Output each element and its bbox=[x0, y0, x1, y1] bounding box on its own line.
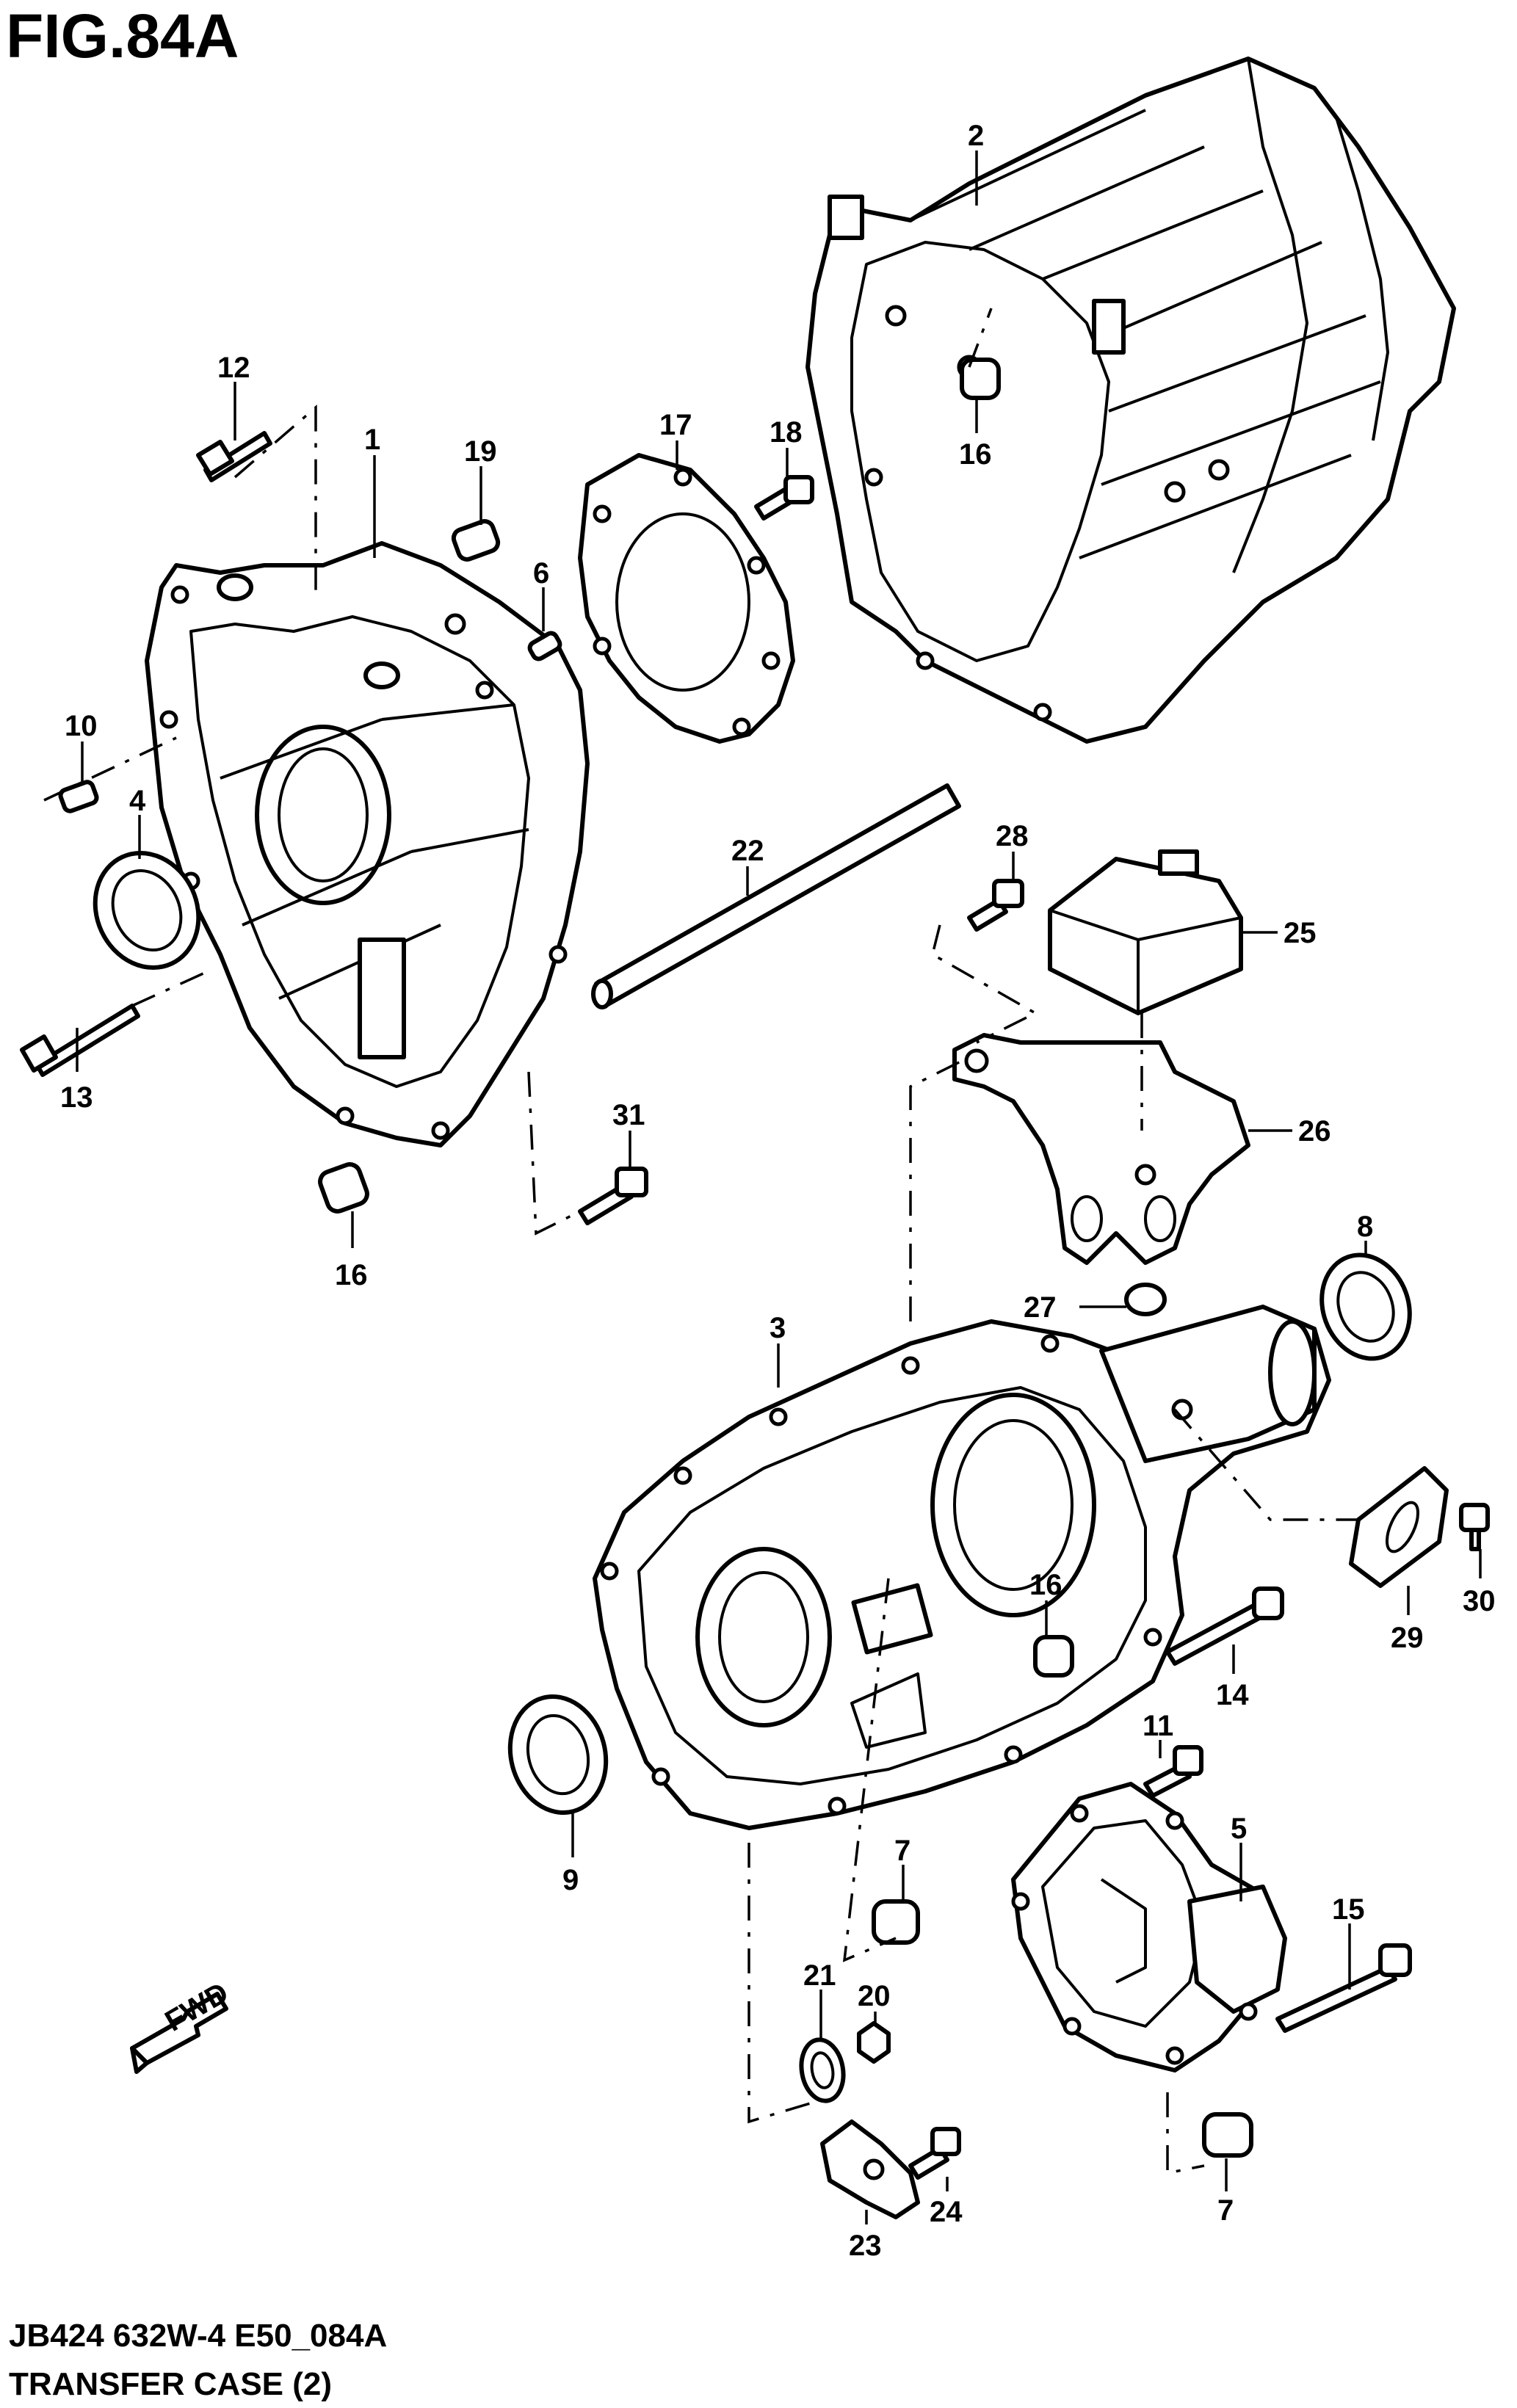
part-23-plate bbox=[820, 2119, 920, 2219]
part-11-bolt bbox=[1143, 1745, 1203, 1798]
part-6-spring-pin bbox=[527, 631, 562, 661]
part-19-plug bbox=[451, 519, 501, 562]
part-8-oil-seal bbox=[1319, 1252, 1412, 1361]
part-14-bolt bbox=[1165, 1586, 1284, 1666]
part-29-plate bbox=[1349, 1466, 1449, 1588]
part-22-rod bbox=[591, 783, 961, 1009]
part-7-plug-upper bbox=[872, 1899, 920, 1945]
callout-6: 6 bbox=[533, 557, 549, 590]
reference-lines bbox=[43, 308, 1358, 2175]
drawing-code: JB424 632W-4 E50_084A bbox=[9, 2318, 387, 2354]
part-26-bracket bbox=[952, 1033, 1250, 1265]
callout-15: 15 bbox=[1332, 1893, 1365, 1926]
leader-lines bbox=[76, 150, 1482, 2224]
part-1-front-case bbox=[145, 541, 590, 1147]
callout-26: 26 bbox=[1298, 1115, 1331, 1147]
part-30-bolt bbox=[1459, 1503, 1490, 1551]
part-16-dowel-mid bbox=[1033, 1635, 1074, 1678]
figure-caption: TRANSFER CASE (2) bbox=[9, 2366, 332, 2402]
callout-3: 3 bbox=[770, 1312, 786, 1344]
fwd-direction-arrow: FWD bbox=[130, 1976, 233, 2074]
callout-19: 19 bbox=[464, 435, 497, 468]
callout-labels: 1 2 3 4 5 6 7 7 8 9 10 11 12 13 14 15 16… bbox=[60, 120, 1496, 2262]
callout-16-mid: 16 bbox=[1029, 1569, 1062, 1601]
callout-7-lower: 7 bbox=[1217, 2194, 1234, 2227]
callout-12: 12 bbox=[217, 352, 250, 384]
part-27-grommet bbox=[1124, 1283, 1167, 1316]
part-9-oil-seal bbox=[507, 1694, 609, 1816]
callout-4: 4 bbox=[129, 785, 146, 817]
part-16-dowel-left bbox=[318, 1162, 369, 1214]
callout-23: 23 bbox=[849, 2230, 882, 2262]
part-7-plug-lower bbox=[1202, 2112, 1253, 2158]
callout-1: 1 bbox=[364, 424, 380, 456]
callout-28: 28 bbox=[996, 820, 1029, 852]
callout-20: 20 bbox=[858, 1980, 891, 2012]
callout-17: 17 bbox=[659, 409, 692, 441]
part-13-bolt bbox=[20, 1004, 140, 1077]
part-15-bolt bbox=[1275, 1943, 1412, 2033]
part-16-dowel-top bbox=[960, 358, 1001, 400]
callout-9: 9 bbox=[562, 1864, 579, 1896]
part-21-o-ring bbox=[799, 2037, 846, 2103]
callout-22: 22 bbox=[731, 835, 764, 867]
part-3-rear-case bbox=[593, 1305, 1331, 1830]
callout-7-upper: 7 bbox=[894, 1835, 910, 1867]
callout-14: 14 bbox=[1216, 1679, 1249, 1711]
part-5-cover bbox=[1011, 1782, 1287, 2072]
callout-2: 2 bbox=[968, 120, 984, 152]
part-18-bolt bbox=[754, 475, 814, 521]
callout-21: 21 bbox=[803, 1959, 836, 1992]
part-12-bolt bbox=[196, 431, 272, 482]
figure-title: FIG.84A bbox=[6, 1, 239, 70]
callout-8: 8 bbox=[1357, 1211, 1373, 1243]
part-31-bolt bbox=[578, 1167, 648, 1225]
part-17-gasket bbox=[578, 453, 795, 744]
callout-5: 5 bbox=[1231, 1813, 1247, 1845]
callout-30: 30 bbox=[1463, 1585, 1496, 1617]
callout-31: 31 bbox=[612, 1099, 645, 1131]
callout-10: 10 bbox=[65, 710, 98, 742]
callout-13: 13 bbox=[60, 1081, 93, 1114]
callout-16-left: 16 bbox=[335, 1259, 368, 1291]
part-4-oil-seal bbox=[93, 851, 201, 970]
callout-25: 25 bbox=[1284, 917, 1317, 949]
part-28-bolt bbox=[967, 879, 1024, 932]
part-25-module bbox=[1048, 849, 1243, 1015]
callout-29: 29 bbox=[1391, 1622, 1424, 1654]
part-10-bolt bbox=[58, 780, 99, 813]
callout-16-top: 16 bbox=[959, 438, 992, 471]
part-20-nut bbox=[857, 2021, 891, 2064]
part-2-case bbox=[805, 57, 1456, 744]
callout-27: 27 bbox=[1024, 1291, 1057, 1324]
callout-18: 18 bbox=[770, 416, 803, 449]
part-24-bolt bbox=[908, 2127, 961, 2180]
callout-11: 11 bbox=[1143, 1710, 1173, 1742]
callout-24: 24 bbox=[930, 2196, 963, 2228]
